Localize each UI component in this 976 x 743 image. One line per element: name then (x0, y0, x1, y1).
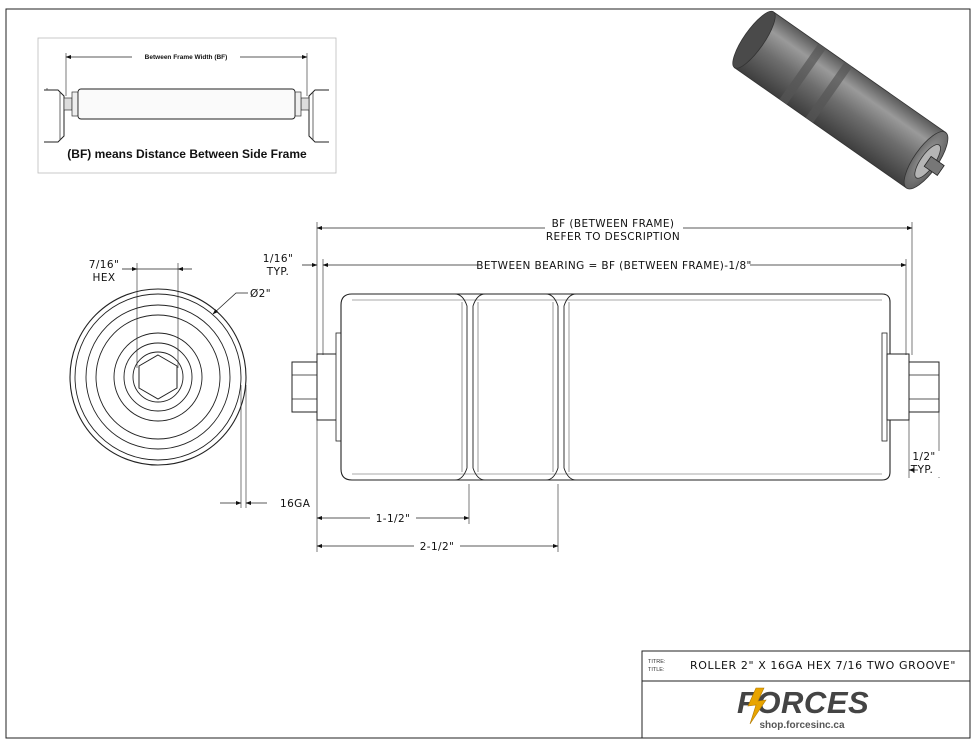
bf-label-bg (545, 216, 683, 242)
title-block: TITRE: TITLE: ROLLER 2" X 16GA HEX 7/16 … (641, 650, 971, 739)
bearing-label-bg (478, 258, 750, 271)
end-bearing-race-inner (123, 342, 193, 412)
end-tube-inner-circle (74, 293, 242, 461)
right-side-frame (308, 89, 329, 143)
gauge-label: 16GA (280, 498, 311, 510)
shaft-label-bg (918, 451, 940, 477)
inset-caption: (BF) means Distance Between Side Frame (67, 147, 307, 161)
left-hex-shaft (291, 361, 318, 413)
inset-label-bg (132, 51, 240, 62)
end-view: 7/16" HEX Ø2" 16GA (69, 259, 311, 510)
inset-bearing-right (294, 91, 302, 117)
shaft-label-size: 1/2" (912, 451, 935, 463)
left-side-frame (44, 89, 65, 143)
left-bearing-flange (335, 332, 342, 442)
inset-shaft-left (63, 97, 73, 111)
gap-label-typ: TYP. (266, 266, 289, 278)
gap-label-size: 1/16" (263, 253, 293, 265)
bf-label-line2: REFER TO DESCRIPTION (546, 231, 680, 243)
forces-logo: FORCES shop.forcesinc.ca (737, 685, 869, 731)
groove-1-left-edge (454, 293, 468, 481)
inset-roller-tube (77, 88, 296, 120)
title-field-label-en: TITLE: (648, 667, 665, 673)
groove-2-left-edge (545, 293, 559, 481)
end-bearing-housing-outer (85, 304, 231, 450)
title-block-border (641, 650, 971, 739)
groove1-label-bg (370, 512, 416, 524)
frame-width-label: Between Frame Width (BF) (145, 54, 228, 61)
side-view: BF (BETWEEN FRAME) REFER TO DESCRIPTION … (263, 216, 940, 553)
lightning-bolt-icon (747, 687, 767, 725)
end-hex-bore-circle (132, 351, 184, 403)
sheet-border (5, 8, 971, 739)
render-groove-2 (805, 61, 853, 123)
groove-2-right-edge (563, 293, 577, 481)
frame-width-inset: Between Frame Width (BF) (BF) means Dist… (37, 37, 337, 174)
roller-tube (340, 293, 891, 481)
inset-shaft-right (300, 97, 310, 111)
bearing-label: BETWEEN BEARING = BF (BETWEEN FRAME)-1/8… (476, 260, 752, 272)
render-groove-1 (779, 43, 826, 105)
groove-1-right-edge (472, 293, 486, 481)
bf-label-line1: BF (BETWEEN FRAME) (552, 218, 675, 230)
right-bearing (886, 353, 910, 421)
groove1-label: 1-1/2" (376, 513, 411, 525)
logo-url: shop.forcesinc.ca (759, 720, 844, 731)
groove2-label: 2-1/2" (420, 541, 455, 553)
hex-label-size: 7/16" (89, 259, 119, 271)
roller-3d-render (732, 10, 949, 190)
diameter-leader (212, 292, 248, 315)
left-frame-detail (46, 88, 61, 140)
end-bearing-race-outer (113, 332, 203, 422)
shaft-label-typ: TYP. (910, 464, 933, 476)
title-field-label-fr: TITRE: (648, 659, 666, 665)
end-bearing-housing-inner (95, 314, 221, 440)
hex-label-hex: HEX (93, 272, 116, 284)
right-hex-shaft (908, 361, 940, 413)
render-hex-shaft (923, 155, 945, 177)
render-back-end (732, 10, 776, 69)
drawing-title: ROLLER 2" X 16GA HEX 7/16 TWO GROOVE" (690, 659, 956, 672)
groove2-label-bg (414, 540, 460, 552)
diameter-label: Ø2" (250, 288, 271, 300)
inset-bearing-left (71, 91, 79, 117)
right-bearing-flange (881, 332, 888, 442)
hex-shaft (138, 354, 178, 400)
